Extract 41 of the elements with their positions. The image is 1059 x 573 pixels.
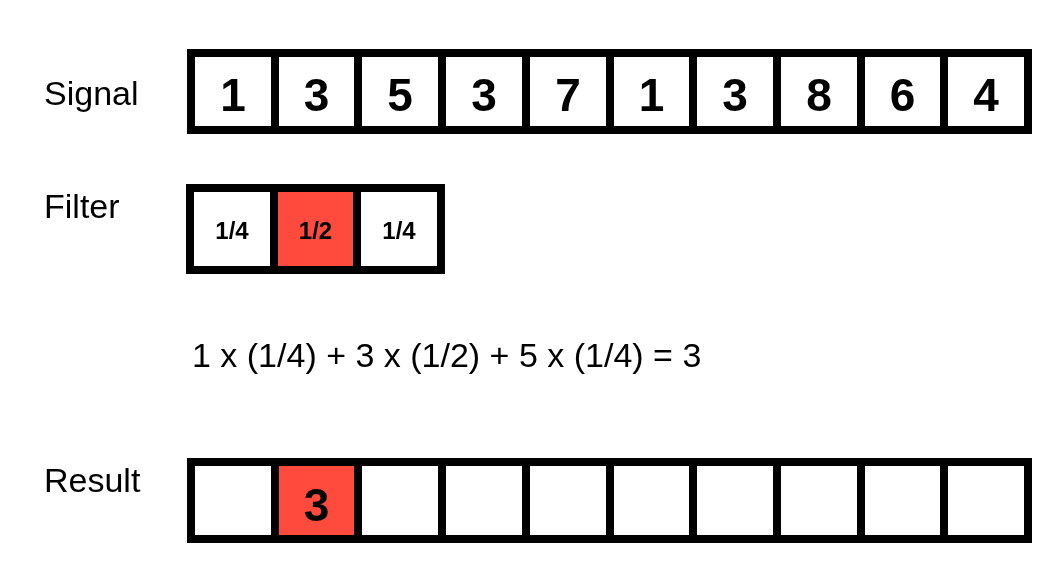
filter-cell (353, 184, 445, 274)
cell-value: 3 (722, 71, 748, 118)
cell-value: 1/4 (382, 219, 416, 243)
cell-value: 3 (303, 71, 330, 118)
cell-value: 1 (220, 71, 246, 118)
signal-cell (271, 49, 354, 134)
cell-value: 3 (471, 71, 497, 118)
result-cell (522, 458, 606, 543)
signal-cell (522, 49, 606, 134)
signal-cell (857, 49, 940, 134)
signal-cell (606, 49, 689, 134)
result-cell (271, 458, 354, 543)
signal-cell (354, 49, 438, 134)
signal-cell (689, 49, 773, 134)
cell-value: 8 (806, 71, 832, 118)
result-cell (606, 458, 689, 543)
row-label: Signal (44, 76, 139, 111)
result-cell (773, 458, 857, 543)
equation-text: 1 x (1/4) + 3 x (1/2) + 5 x (1/4) = 3 (192, 338, 702, 373)
signal-cell (187, 49, 271, 134)
result-cell (354, 458, 438, 543)
result-cell (689, 458, 773, 543)
cell-value: 3 (303, 481, 330, 528)
result-cell (857, 458, 940, 543)
filter-cell (270, 184, 353, 274)
signal-cell (773, 49, 857, 134)
cell-value: 6 (889, 71, 916, 118)
cell-value: 1/2 (298, 219, 333, 243)
cell-value: 1/4 (215, 219, 249, 243)
signal-cell (438, 49, 522, 134)
signal-cell (940, 49, 1032, 134)
result-cell (438, 458, 522, 543)
cell-value: 4 (973, 71, 999, 118)
cell-value: 1 (638, 71, 665, 118)
filter-cell (186, 184, 270, 274)
result-cell (940, 458, 1032, 543)
row-label: Result (44, 463, 141, 498)
cell-value: 7 (555, 71, 581, 118)
cell-value: 5 (387, 71, 413, 118)
row-label: Filter (44, 189, 120, 224)
result-cell (187, 458, 271, 543)
